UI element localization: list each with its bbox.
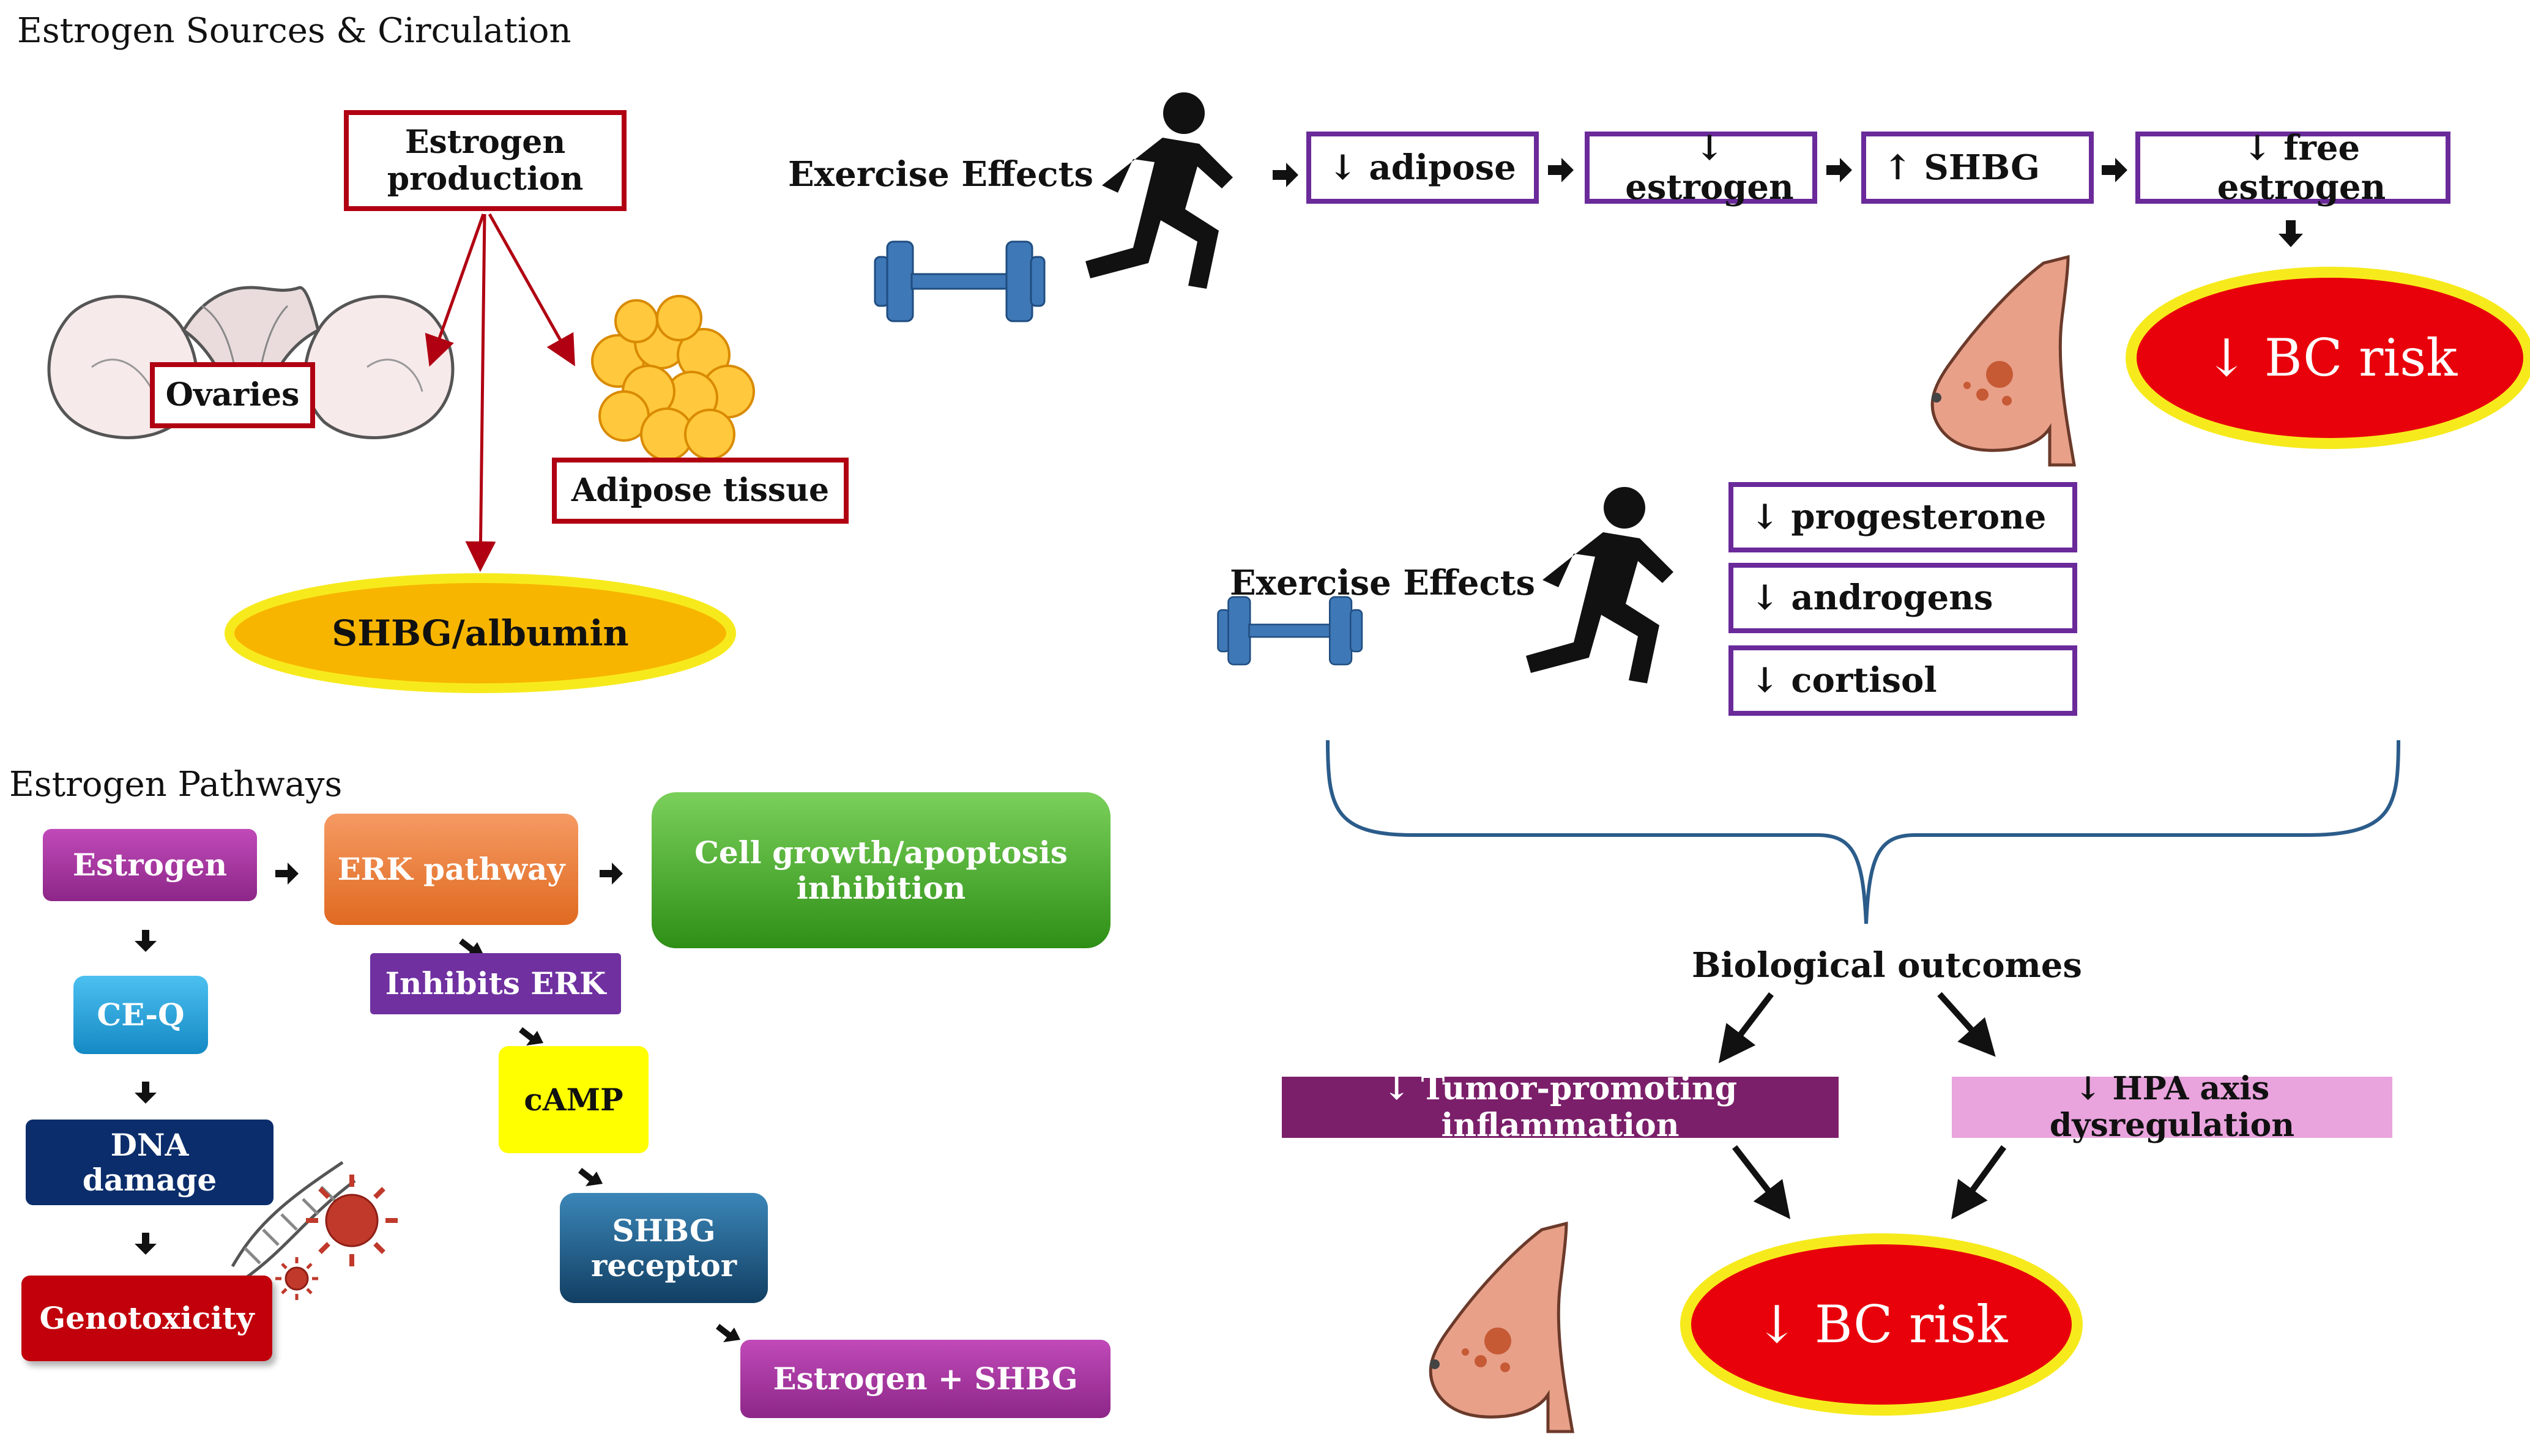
- top-chain-arrows: [1273, 158, 2303, 247]
- pathway-cell-growth: Cell growth/apoptosis inhibition: [694, 834, 1068, 906]
- bc-risk-ellipse-bottom: [1680, 1233, 2083, 1416]
- chain-step-free-estrogen: ↓ free estrogen: [2135, 128, 2450, 207]
- pathway-estrogen-shbg: Estrogen + SHBG: [773, 1361, 1078, 1397]
- effect-androgens: ↓ androgens: [1728, 563, 2077, 633]
- pathway-inhibits-erk: Inhibits ERK: [370, 953, 621, 1014]
- chain-step-adipose: ↓ adipose: [1306, 132, 1539, 204]
- fat-cells-icon: [591, 295, 755, 461]
- erk-box-bg: [324, 814, 578, 925]
- sources-section-title: Estrogen Sources & Circulation: [17, 11, 571, 51]
- chain-step-shbg: ↑ SHBG: [1861, 132, 2094, 204]
- dumbbell-icon: [1217, 596, 1363, 666]
- production-arrows: [425, 213, 575, 572]
- runner-icon: [1085, 92, 1233, 289]
- ovaries-box: Ovaries: [150, 362, 315, 428]
- shbg-receptor-box-bg: [560, 1193, 768, 1303]
- runner-icon: [1526, 487, 1673, 683]
- bc-risk-label-bottom: ↓ BC risk: [1755, 1294, 2008, 1354]
- chain-step-estrogen: ↓ estrogen: [1585, 128, 1817, 207]
- estrogen-box-bg: [43, 829, 257, 901]
- pathway-shbg-receptor: SHBG receptor: [590, 1212, 737, 1283]
- estrogen-shbg-box-bg: [740, 1340, 1111, 1418]
- tumor-inflammation-box: ↓ Tumor-promoting inflammation: [1282, 1071, 1839, 1143]
- bc-risk-label-top: ↓ BC risk: [2204, 327, 2458, 388]
- pathway-erk: ERK pathway: [337, 851, 565, 888]
- cell-growth-box-bg: [652, 792, 1111, 948]
- outcomes-brace: [1326, 740, 2400, 924]
- pathways-section-title: Estrogen Pathways: [9, 765, 343, 804]
- ceq-box-bg: [73, 976, 208, 1054]
- exercise-effects-label-top: Exercise Effects: [788, 154, 1093, 195]
- pathway-camp: cAMP: [499, 1046, 649, 1153]
- virus-icon: [275, 1257, 318, 1300]
- breast-icon: [1930, 254, 2076, 467]
- exercise-effects-label-mid: Exercise Effects: [1230, 563, 1535, 603]
- estrogen-production-box: Estrogen production: [344, 110, 627, 211]
- bc-risk-ellipse-top: [2126, 267, 2530, 449]
- effect-cortisol: ↓ cortisol: [1728, 645, 2077, 716]
- pathway-arrows: [135, 863, 740, 1342]
- pathway-ceq: CE-Q: [97, 997, 185, 1033]
- biological-outcomes-title: Biological outcomes: [1692, 945, 2082, 986]
- pathway-genotoxicity: Genotoxicity: [21, 1276, 272, 1361]
- breast-icon: [1429, 1221, 1574, 1433]
- pathway-estrogen: Estrogen: [72, 847, 228, 883]
- dumbbell-icon: [874, 240, 1046, 322]
- hpa-axis-box: ↓ HPA axis dysregulation: [1952, 1071, 2392, 1143]
- dna-icon: [231, 1161, 356, 1280]
- shbg-albumin-ellipse: [225, 573, 736, 693]
- pathway-dna-damage: DNA damage: [26, 1120, 273, 1205]
- effect-progesterone: ↓ progesterone: [1728, 482, 2077, 552]
- adipose-tissue-box: Adipose tissue: [552, 458, 849, 524]
- virus-icon: [306, 1175, 398, 1266]
- shbg-albumin-label: SHBG/albumin: [332, 612, 629, 654]
- outcome-arrows: [1718, 992, 2007, 1220]
